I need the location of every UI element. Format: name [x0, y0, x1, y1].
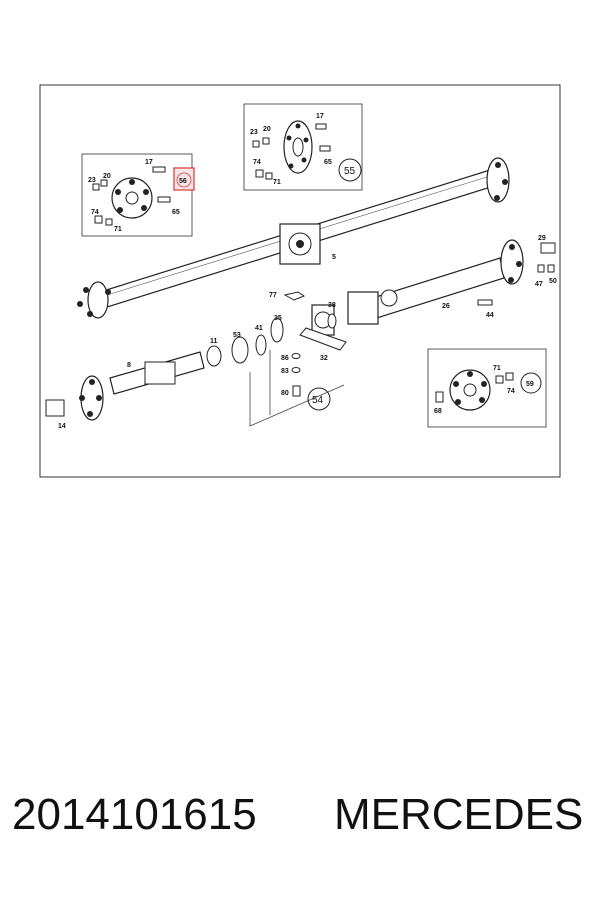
- callout-5: 5: [332, 254, 336, 261]
- callout-44: 44: [486, 312, 494, 319]
- inset-flex-disc-top: 17 20 23 74 71 65 55: [243, 103, 363, 191]
- callout-47: 47: [535, 281, 543, 288]
- callout-68: 68: [434, 408, 442, 415]
- callout-54: 54: [312, 395, 324, 406]
- callout-8: 8: [127, 362, 131, 369]
- center-bearing-assembly: 77 38 35 11 53 41 86 83 80 32 54: [206, 291, 347, 427]
- callout-74: 74: [253, 159, 261, 166]
- callout-65: 65: [172, 209, 180, 216]
- inset-flex-disc-left: 17 20 23 56 74 71 65: [81, 153, 195, 237]
- callout-71: 71: [273, 179, 281, 186]
- callout-35: 35: [274, 315, 282, 322]
- callout-38: 38: [328, 302, 336, 309]
- callout-20: 20: [263, 126, 271, 133]
- upper-drive-shaft: 5: [77, 157, 510, 319]
- callout-23: 23: [250, 129, 258, 136]
- callout-32: 32: [320, 355, 328, 362]
- callout-55: 55: [344, 166, 356, 177]
- callout-50: 50: [549, 278, 557, 285]
- callout-53: 53: [233, 332, 241, 339]
- callout-83: 83: [281, 368, 289, 375]
- callout-11: 11: [210, 338, 218, 345]
- callout-23: 23: [88, 177, 96, 184]
- callout-71: 71: [114, 226, 122, 233]
- callout-71: 71: [493, 365, 501, 372]
- callout-74: 74: [91, 209, 99, 216]
- callout-17: 17: [145, 159, 153, 166]
- callout-80: 80: [281, 390, 289, 397]
- callout-17: 17: [316, 113, 324, 120]
- callout-86: 86: [281, 355, 289, 362]
- callout-41: 41: [255, 325, 263, 332]
- rear-shaft-section: 29 47 50 26 44: [347, 235, 557, 325]
- callout-14: 14: [58, 423, 66, 430]
- callout-20: 20: [103, 173, 111, 180]
- callout-26: 26: [442, 303, 450, 310]
- brand-name: MERCEDES: [334, 790, 584, 839]
- inset-flex-disc-right: 71 74 68 59: [427, 348, 547, 428]
- part-number: 2014101615: [12, 790, 257, 839]
- callout-56: 56: [179, 178, 187, 185]
- callout-77: 77: [269, 292, 277, 299]
- callout-29: 29: [538, 235, 546, 242]
- callout-59: 59: [526, 381, 534, 388]
- callout-74: 74: [507, 388, 515, 395]
- drive-shaft-exploded-diagram: 17 20 23 56 74 71 65 17 20 23 74 71 65 5…: [39, 84, 561, 478]
- callout-65: 65: [324, 159, 332, 166]
- front-shaft-section: 8 14: [45, 351, 205, 430]
- product-caption: 2014101615 MERCEDES: [0, 790, 600, 870]
